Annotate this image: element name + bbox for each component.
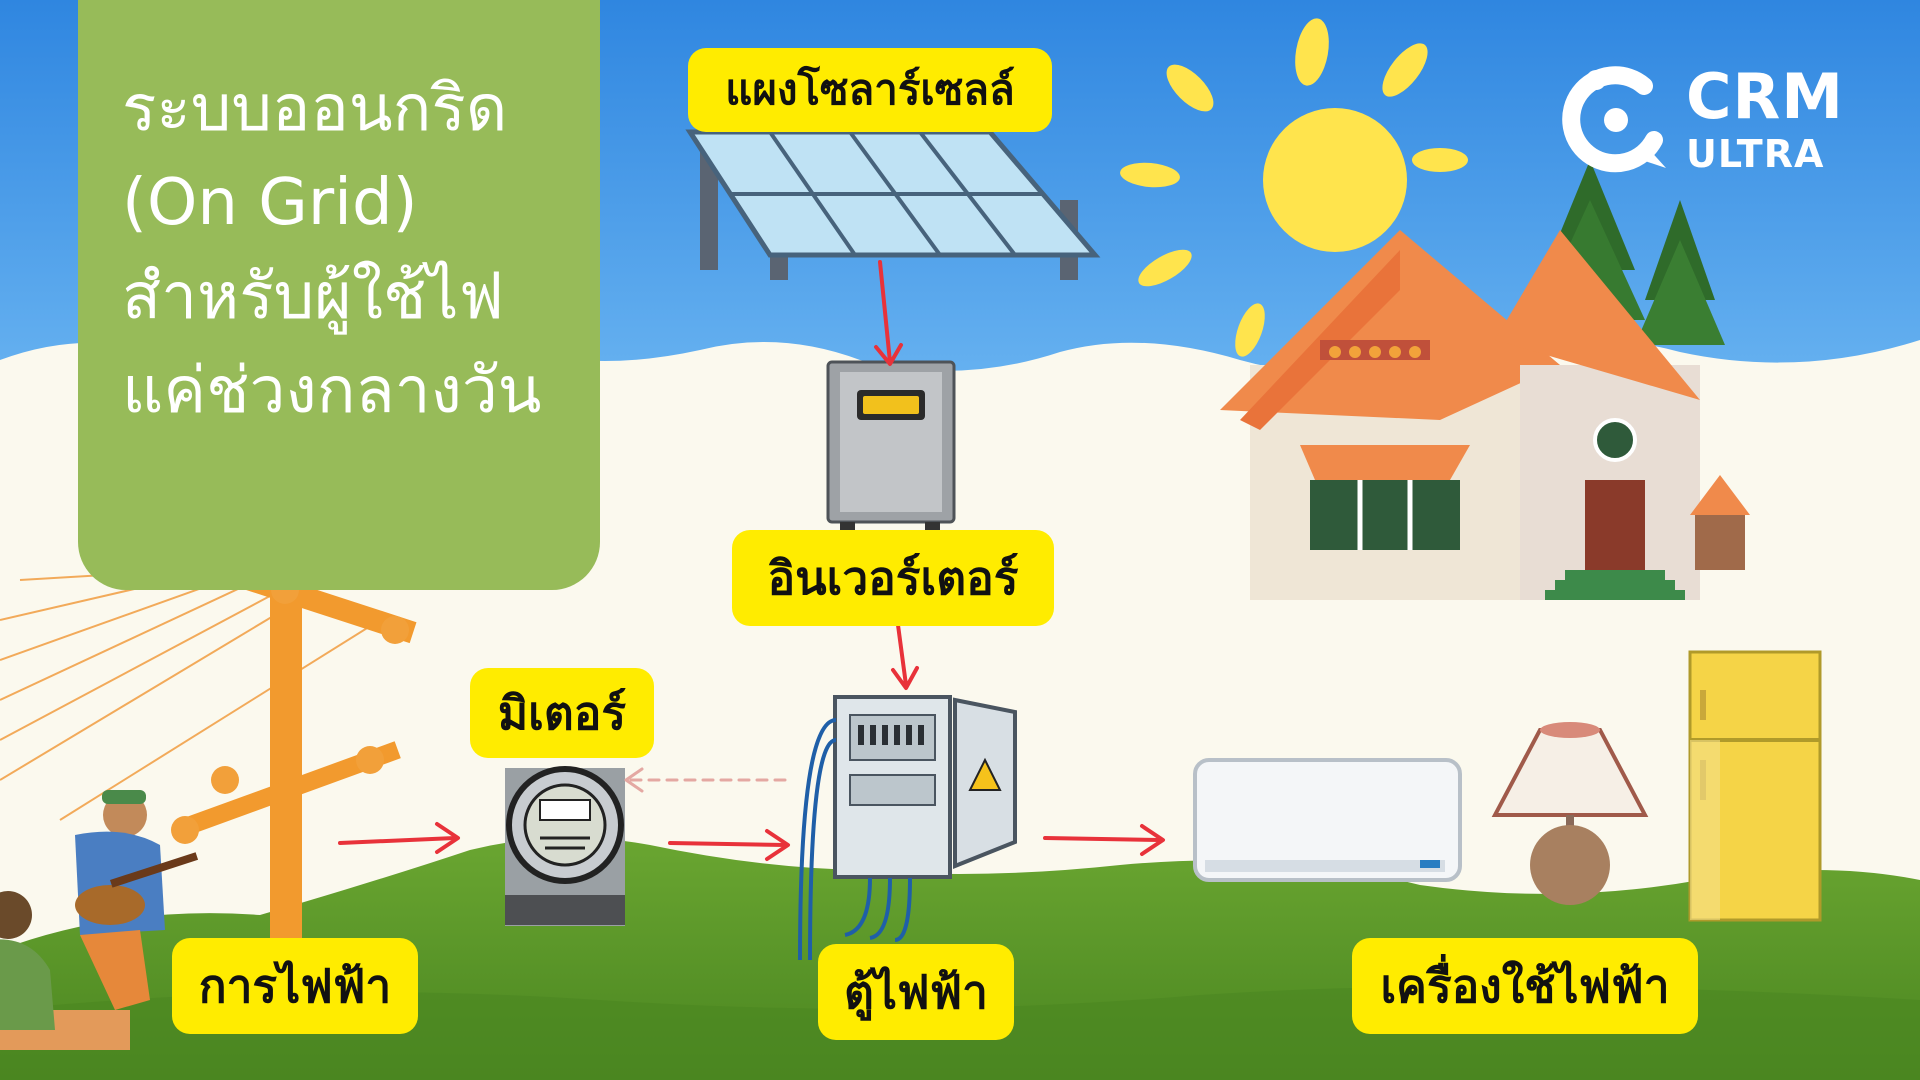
arrow-inverter-to-breaker <box>891 623 919 690</box>
house-icon <box>1220 230 1750 600</box>
arrow-breaker-to-appliances <box>1043 824 1165 856</box>
air-conditioner-icon <box>1193 758 1462 882</box>
title-line-1: ระบบออนกริด <box>122 72 508 146</box>
title-line-2: (On Grid) <box>122 166 418 240</box>
arrow-breaker-to-meter-dashed <box>624 767 787 793</box>
label-breaker-box: ตู้ไฟฟ้า <box>818 944 1014 1040</box>
label-meter: มิเตอร์ <box>470 668 654 758</box>
brand-logo: CRM ULTRA <box>1556 58 1856 188</box>
crm-logo-icon <box>1562 66 1666 173</box>
sun-icon <box>1120 18 1468 357</box>
arrow-solar-to-inverter <box>874 260 903 366</box>
page-title: ระบบออนกริด (On Grid) สำหรับผู้ใช้ไฟ แค่… <box>122 62 592 438</box>
solar-panel-icon <box>685 129 1101 280</box>
people-icon <box>0 790 199 1050</box>
label-grid: การไฟฟ้า <box>172 938 418 1034</box>
title-panel <box>78 0 600 590</box>
lamp-icon <box>1491 722 1649 905</box>
flow-arrows <box>338 260 1165 861</box>
label-inverter: อินเวอร์เตอร์ <box>732 530 1054 626</box>
arrow-grid-to-meter <box>338 822 460 854</box>
label-solar-panel: แผงโซลาร์เซลล์ <box>688 48 1052 132</box>
brand-subtitle: ULTRA <box>1686 132 1825 176</box>
title-line-3: สำหรับผู้ใช้ไฟ <box>122 260 504 334</box>
label-appliances: เครื่องใช้ไฟฟ้า <box>1352 938 1698 1034</box>
title-line-4: แค่ช่วงกลางวัน <box>122 354 542 428</box>
fridge-icon <box>1688 650 1822 922</box>
meter-icon <box>505 766 625 926</box>
arrow-meter-to-breaker <box>668 829 790 861</box>
inverter-icon <box>826 360 956 532</box>
breaker-box-icon <box>798 695 1017 961</box>
brand-name: CRM <box>1686 60 1844 133</box>
